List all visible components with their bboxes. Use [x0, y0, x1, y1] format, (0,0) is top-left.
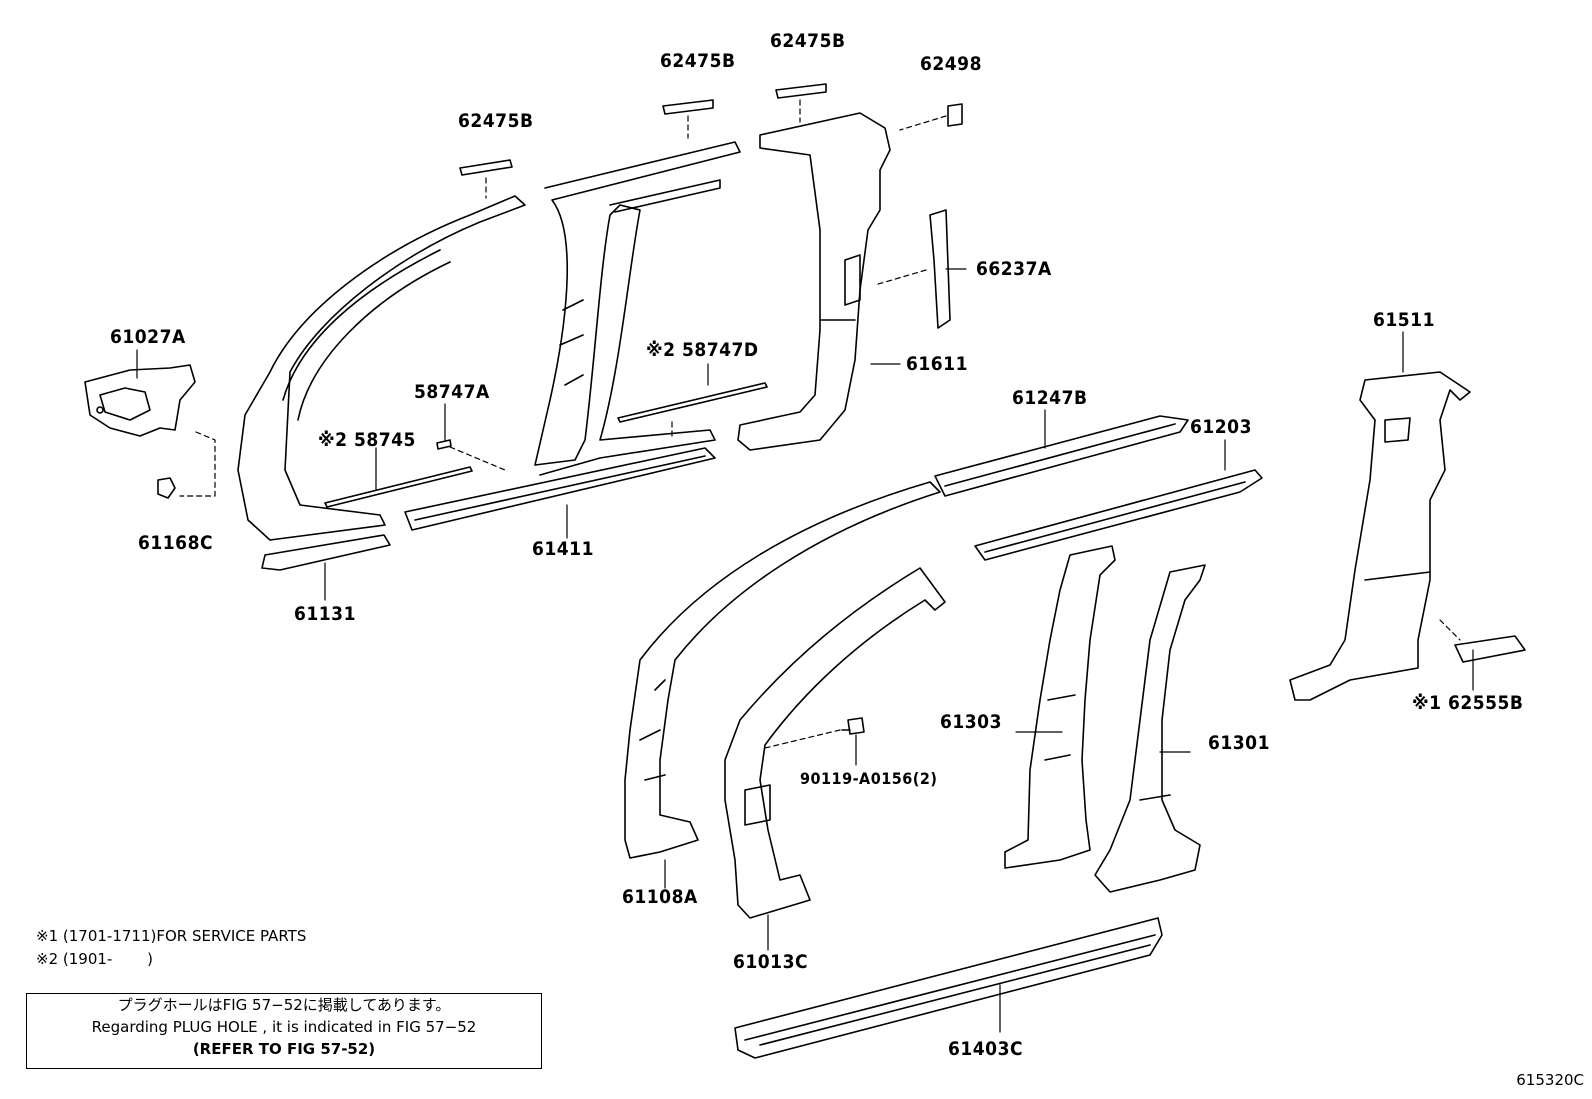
dashed-lines: [179, 99, 1461, 749]
label-61131: 61131: [294, 603, 356, 625]
b-pillar-61301: [1094, 564, 1206, 893]
weatherstrip-58747D: [617, 382, 768, 423]
label-66237A: 66237A: [976, 258, 1052, 280]
bracket-61027A: [84, 364, 196, 437]
roof-rail-61247B: [934, 415, 1189, 497]
label-61611: 61611: [906, 353, 968, 375]
outer-side-panel-61611: [237, 112, 891, 541]
label-61203: 61203: [1190, 416, 1252, 438]
sill-61403C: [734, 917, 1163, 1059]
inner-pillar-61013C: [724, 567, 946, 919]
label-58745: ※2 58745: [318, 429, 416, 451]
weatherstrip-58745: [324, 466, 473, 508]
label-62475B-left: 62475B: [458, 110, 534, 132]
label-61403C: 61403C: [948, 1038, 1024, 1060]
label-58747A: 58747A: [414, 381, 490, 403]
roof-rail-61203: [974, 469, 1263, 561]
footnote-1: ※1 (1701-1711)FOR SERVICE PARTS: [36, 927, 307, 945]
label-62475B-middle: 62475B: [660, 50, 736, 72]
plug-hole-notice: プラグホールはFIG 57−52に掲載してあります。 Regarding PLU…: [26, 993, 547, 1074]
notice-japanese: プラグホールはFIG 57−52に掲載してあります。: [117, 996, 451, 1014]
pad-58747A: [436, 439, 452, 450]
notice-reference: (REFER TO FIG 57-52): [192, 1040, 376, 1058]
strip-62475B: [459, 83, 827, 176]
label-61511: 61511: [1373, 309, 1435, 331]
label-61303: 61303: [940, 711, 1002, 733]
leader-lines: [136, 268, 1474, 1033]
label-62555B: ※1 62555B: [1412, 692, 1524, 714]
label-62475B-right: 62475B: [770, 30, 846, 52]
rocker-61131: [261, 534, 391, 571]
label-61013C: 61013C: [733, 951, 809, 973]
label-61301: 61301: [1208, 732, 1270, 754]
seal-66237A: [929, 209, 951, 329]
notice-english: Regarding PLUG HOLE , it is indicated in…: [91, 1018, 477, 1036]
label-61108A: 61108A: [622, 886, 698, 908]
rear-pillar-61511: [1289, 371, 1471, 701]
label-61247B: 61247B: [1012, 387, 1088, 409]
figure-code: 615320C: [1516, 1071, 1584, 1089]
patch-62555B: [1454, 635, 1526, 663]
label-90119-A0156: 90119-A0156(2): [800, 769, 938, 788]
label-61168C: 61168C: [138, 532, 214, 554]
inner-pillar-61108A: [624, 481, 941, 859]
label-61027A: 61027A: [110, 326, 186, 348]
patch-62498: [947, 103, 963, 127]
rocker-61411: [404, 447, 716, 531]
clip-61168C: [157, 477, 176, 499]
b-pillar-61303: [1004, 545, 1116, 869]
label-58747D: ※2 58747D: [646, 339, 759, 361]
bolt-90119: [841, 717, 865, 735]
label-61411: 61411: [532, 538, 594, 560]
label-62498: 62498: [920, 53, 982, 75]
footnote-2: ※2 (1901- ): [36, 950, 153, 968]
